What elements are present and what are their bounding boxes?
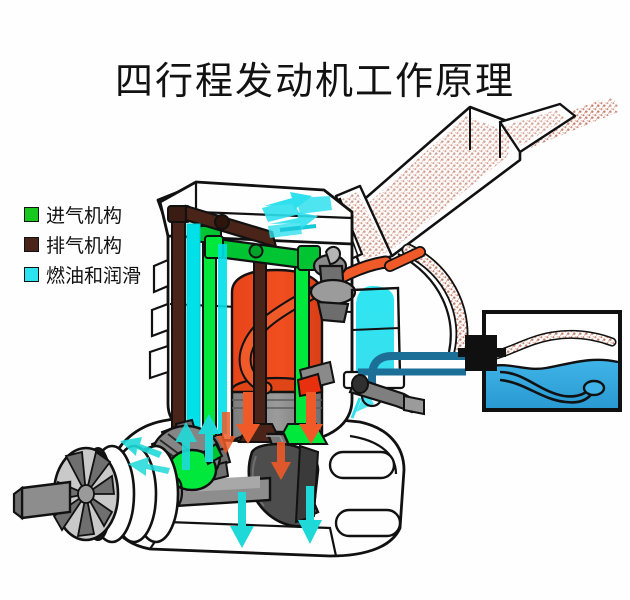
muffler: [322, 102, 577, 268]
exhaust-port-flap: [296, 360, 336, 398]
intake-swatch: [24, 207, 39, 222]
rocker-arms: [184, 204, 321, 271]
intake-manifold: [238, 246, 426, 395]
legend: 进气机构 排气机构 燃油和润滑: [24, 200, 199, 290]
oil-gallery-left: [186, 223, 227, 445]
exhaust-swatch: [24, 237, 39, 252]
legend-label-exhaust: 排气机构: [46, 235, 123, 257]
legend-item-exhaust: 排气机构: [24, 230, 199, 259]
fuel-lube-swatch: [24, 267, 39, 282]
head-cyan-jets: [262, 196, 332, 238]
page-title: 四行程发动机工作原理: [114, 59, 515, 103]
fuel-tank: [458, 310, 622, 412]
legend-label-intake: 进气机构: [46, 205, 123, 227]
cyan-flow-arrows: [120, 414, 322, 548]
exhaust-pipe: [397, 243, 469, 359]
legend-item-intake: 进气机构: [24, 200, 199, 229]
throttle-shaft: [348, 374, 425, 416]
carburetor-spray: [350, 286, 394, 419]
flywheel-fan: [12, 444, 180, 544]
spark-plug: [309, 246, 357, 324]
legend-item-fuel-lube: 燃油和润滑: [24, 260, 199, 289]
orange-flow-arrows: [216, 392, 323, 480]
intake-airflow-arrows: [264, 192, 318, 229]
legend-label-fuel-lube: 燃油和润滑: [46, 265, 142, 287]
